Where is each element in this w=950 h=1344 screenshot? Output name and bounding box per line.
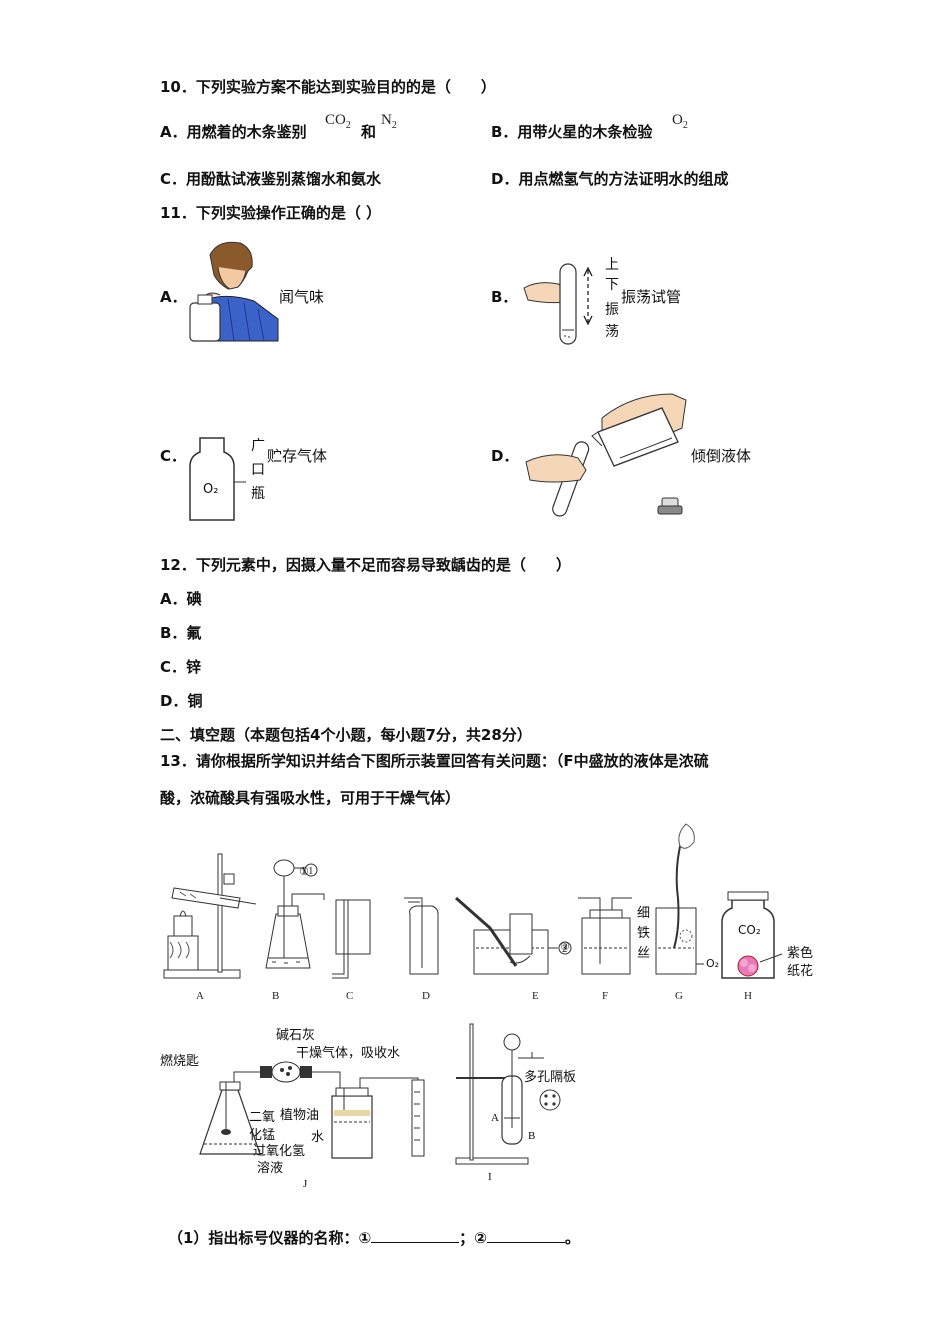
h-co2-label: CO₂ bbox=[738, 923, 761, 937]
section-heading: 二、填空题（本题包括4个小题，每小题7分，共28分） bbox=[160, 726, 532, 744]
apparatus-a: A bbox=[163, 853, 257, 1002]
q11-option-b-caption: 振荡试管 bbox=[621, 288, 682, 306]
svg-text:D: D bbox=[422, 990, 430, 1002]
j-label-dry: 干燥气体，吸收水 bbox=[296, 1046, 401, 1061]
apparatus-h: H bbox=[721, 891, 783, 1002]
i-label-a: A bbox=[491, 1112, 499, 1124]
q11-option-b-side-3: 振 bbox=[605, 302, 619, 318]
apparatus-b: 1 B bbox=[265, 859, 325, 1002]
i-label-b: B bbox=[528, 1130, 536, 1142]
g-label-1: 细 bbox=[637, 906, 651, 921]
apparatus-e: 2 E bbox=[455, 896, 572, 1002]
q11-option-c-letter: C． bbox=[160, 447, 187, 465]
apparatus-c: C bbox=[332, 899, 371, 1002]
g-o2-label: O₂ bbox=[706, 957, 720, 970]
q13-stem-line1: 13．请你根据所学知识并结合下图所示装置回答有关问题：（F中盛放的液体是浓硫 bbox=[160, 752, 709, 770]
shaking-test-tube-figure bbox=[523, 263, 593, 345]
apparatus-i bbox=[455, 1023, 561, 1165]
svg-text:H: H bbox=[744, 990, 752, 1002]
q12-option-a: A．碘 bbox=[160, 590, 202, 608]
q12-option-d: D．铜 bbox=[160, 692, 203, 710]
apparatus-j bbox=[199, 1061, 425, 1159]
q11-option-d-caption: 倾倒液体 bbox=[691, 447, 752, 465]
svg-text:C: C bbox=[346, 990, 353, 1002]
j-label-letter: J bbox=[303, 1178, 308, 1190]
q10-option-a-co2: CO2 bbox=[325, 112, 351, 131]
q11-option-b-side-4: 荡 bbox=[605, 324, 619, 340]
h-label-2: 纸花 bbox=[787, 964, 814, 979]
q11-option-a-caption: 闻气味 bbox=[279, 288, 325, 306]
j-label-h2o2-2: 溶液 bbox=[257, 1161, 284, 1176]
apparatus-d: D bbox=[404, 897, 439, 1002]
q11-option-b-side-1: 上 bbox=[605, 257, 619, 273]
marker-1: ① bbox=[299, 865, 309, 878]
q10-option-a-and: 和 bbox=[361, 123, 377, 141]
q10-option-b-label: B．用带火星的木条检验 bbox=[491, 123, 653, 141]
q10-option-a-n2: N2 bbox=[381, 112, 397, 131]
j-label-h2o2-1: 过氧化氢 bbox=[253, 1144, 306, 1159]
svg-text:G: G bbox=[675, 990, 683, 1002]
apparatus-f: F bbox=[578, 897, 632, 1002]
j-label-mno2-1: 二氧 bbox=[249, 1110, 276, 1125]
q13-sub1: （1）指出标号仪器的名称：①；②。 bbox=[168, 1228, 580, 1247]
apparatus-row-figure: A 1 B C D 2 E bbox=[163, 823, 783, 1002]
svg-text:B: B bbox=[272, 990, 279, 1002]
j-label-mno2-2: 化锰 bbox=[249, 1128, 276, 1143]
q11-option-c-bottle-label: O₂ bbox=[203, 482, 219, 497]
apparatus-j-i-figure bbox=[199, 1023, 561, 1165]
q12-stem: 12．下列元素中，因摄入量不足而容易导致龋齿的是（ ） bbox=[160, 556, 571, 574]
j-label-oil: 植物油 bbox=[280, 1108, 320, 1123]
j-label-sodalime: 碱石灰 bbox=[276, 1028, 316, 1043]
q11-option-b-side-2: 下 bbox=[605, 277, 619, 293]
j-label-spoon: 燃烧匙 bbox=[160, 1054, 200, 1069]
q11-option-b-letter: B． bbox=[491, 288, 518, 306]
q12-option-c: C．锌 bbox=[160, 658, 202, 676]
q10-stem: 10．下列实验方案不能达到实验目的的是（ ） bbox=[160, 78, 496, 96]
smelling-person-figure bbox=[189, 241, 279, 342]
j-label-water: 水 bbox=[311, 1130, 325, 1145]
svg-text:2: 2 bbox=[562, 943, 568, 955]
gas-bottle-figure bbox=[189, 437, 246, 521]
h-label-1: 紫色 bbox=[787, 946, 814, 961]
q11-stem: 11．下列实验操作正确的是（ ） bbox=[160, 204, 382, 222]
i-label-plate: 多孔隔板 bbox=[524, 1070, 577, 1085]
q10-option-c: C．用酚酞试液鉴别蒸馏水和氨水 bbox=[160, 170, 382, 188]
q10-option-b-o2: O2 bbox=[672, 112, 688, 131]
g-label-3: 丝 bbox=[637, 946, 651, 961]
q11-option-c-caption: 贮存气体 bbox=[267, 447, 328, 465]
q11-option-d-letter: D． bbox=[491, 447, 519, 465]
svg-text:E: E bbox=[532, 990, 539, 1002]
i-label-letter: I bbox=[488, 1171, 492, 1183]
q10-option-a-label: A．用燃着的木条鉴别 bbox=[160, 123, 307, 141]
q12-option-b: B．氟 bbox=[160, 624, 202, 642]
svg-text:A: A bbox=[196, 990, 204, 1002]
q11-option-a-letter: A． bbox=[160, 288, 187, 306]
g-label-2: 铁 bbox=[637, 926, 651, 941]
apparatus-g: G bbox=[655, 823, 704, 1002]
q11-option-c-side-1: 广 bbox=[251, 438, 265, 454]
q11-option-c-side-2: 口 bbox=[251, 462, 265, 478]
svg-text:1: 1 bbox=[308, 865, 314, 877]
answer-blank-1[interactable] bbox=[371, 1228, 460, 1243]
answer-blank-2[interactable] bbox=[486, 1228, 565, 1243]
q10-option-d: D．用点燃氢气的方法证明水的组成 bbox=[491, 170, 729, 188]
marker-2: ② bbox=[560, 940, 570, 953]
svg-text:F: F bbox=[602, 990, 608, 1002]
q13-stem-line2: 酸，浓硫酸具有强吸水性，可用于干燥气体） bbox=[160, 789, 461, 807]
q11-option-c-side-3: 瓶 bbox=[251, 486, 265, 502]
pouring-liquid-figure bbox=[525, 393, 687, 517]
